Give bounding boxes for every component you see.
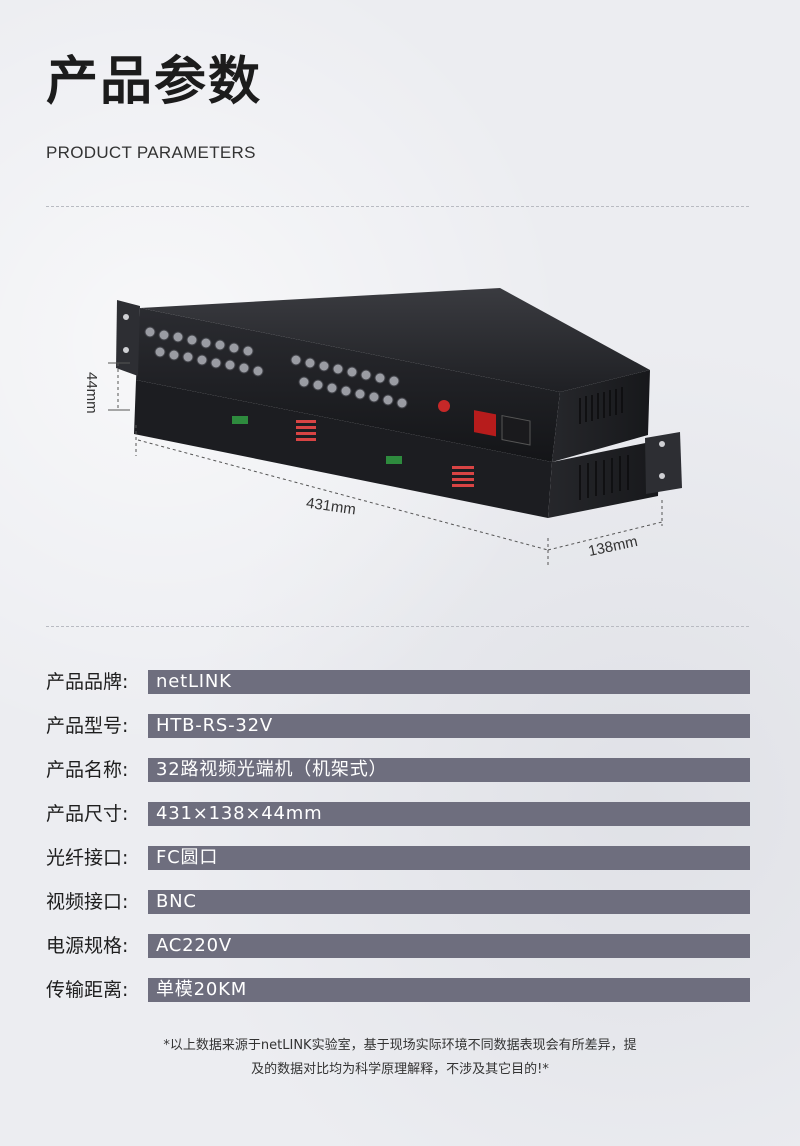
- spec-label: 电源规格:: [46, 935, 129, 957]
- spec-value: 431×138×44mm: [148, 802, 750, 826]
- rack-device-illustration: [108, 288, 682, 568]
- spec-value: 32路视频光端机（机架式）: [148, 758, 750, 782]
- divider-middle: [46, 626, 749, 627]
- spec-value: FC圆口: [148, 846, 750, 870]
- height-dimension-label: 44mm: [83, 372, 100, 414]
- footnote-line-1: *以上数据来源于netLINK实验室，基于现场实际环境不同数据表现会有所差异，提: [163, 1038, 637, 1053]
- spec-label: 产品品牌:: [46, 671, 129, 693]
- spec-value: HTB-RS-32V: [148, 714, 750, 738]
- spec-row-power: 电源规格: AC220V: [46, 934, 750, 958]
- spec-value: AC220V: [148, 934, 750, 958]
- spec-label: 光纤接口:: [46, 847, 129, 869]
- spec-row-distance: 传输距离: 单模20KM: [46, 978, 750, 1002]
- spec-value: netLINK: [148, 670, 750, 694]
- spec-label: 视频接口:: [46, 891, 129, 913]
- spec-row-model: 产品型号: HTB-RS-32V: [46, 714, 750, 738]
- page-subtitle: PRODUCT PARAMETERS: [46, 143, 256, 162]
- divider-top: [46, 206, 749, 207]
- spec-row-name: 产品名称: 32路视频光端机（机架式）: [46, 758, 750, 782]
- spec-row-video-interface: 视频接口: BNC: [46, 890, 750, 914]
- footnote-line-2: 及的数据对比均为科学原理解释，不涉及其它目的!*: [251, 1062, 549, 1077]
- page-title: 产品参数: [46, 52, 263, 112]
- spec-row-fiber-interface: 光纤接口: FC圆口: [46, 846, 750, 870]
- spec-row-size: 产品尺寸: 431×138×44mm: [46, 802, 750, 826]
- spec-row-brand: 产品品牌: netLINK: [46, 670, 750, 694]
- spec-label: 传输距离:: [46, 979, 129, 1001]
- spec-label: 产品型号:: [46, 715, 129, 737]
- spec-label: 产品名称:: [46, 759, 129, 781]
- spec-label: 产品尺寸:: [46, 803, 129, 825]
- spec-value: 单模20KM: [148, 978, 750, 1002]
- spec-value: BNC: [148, 890, 750, 914]
- product-image: 44mm 431mm 138mm: [0, 220, 800, 610]
